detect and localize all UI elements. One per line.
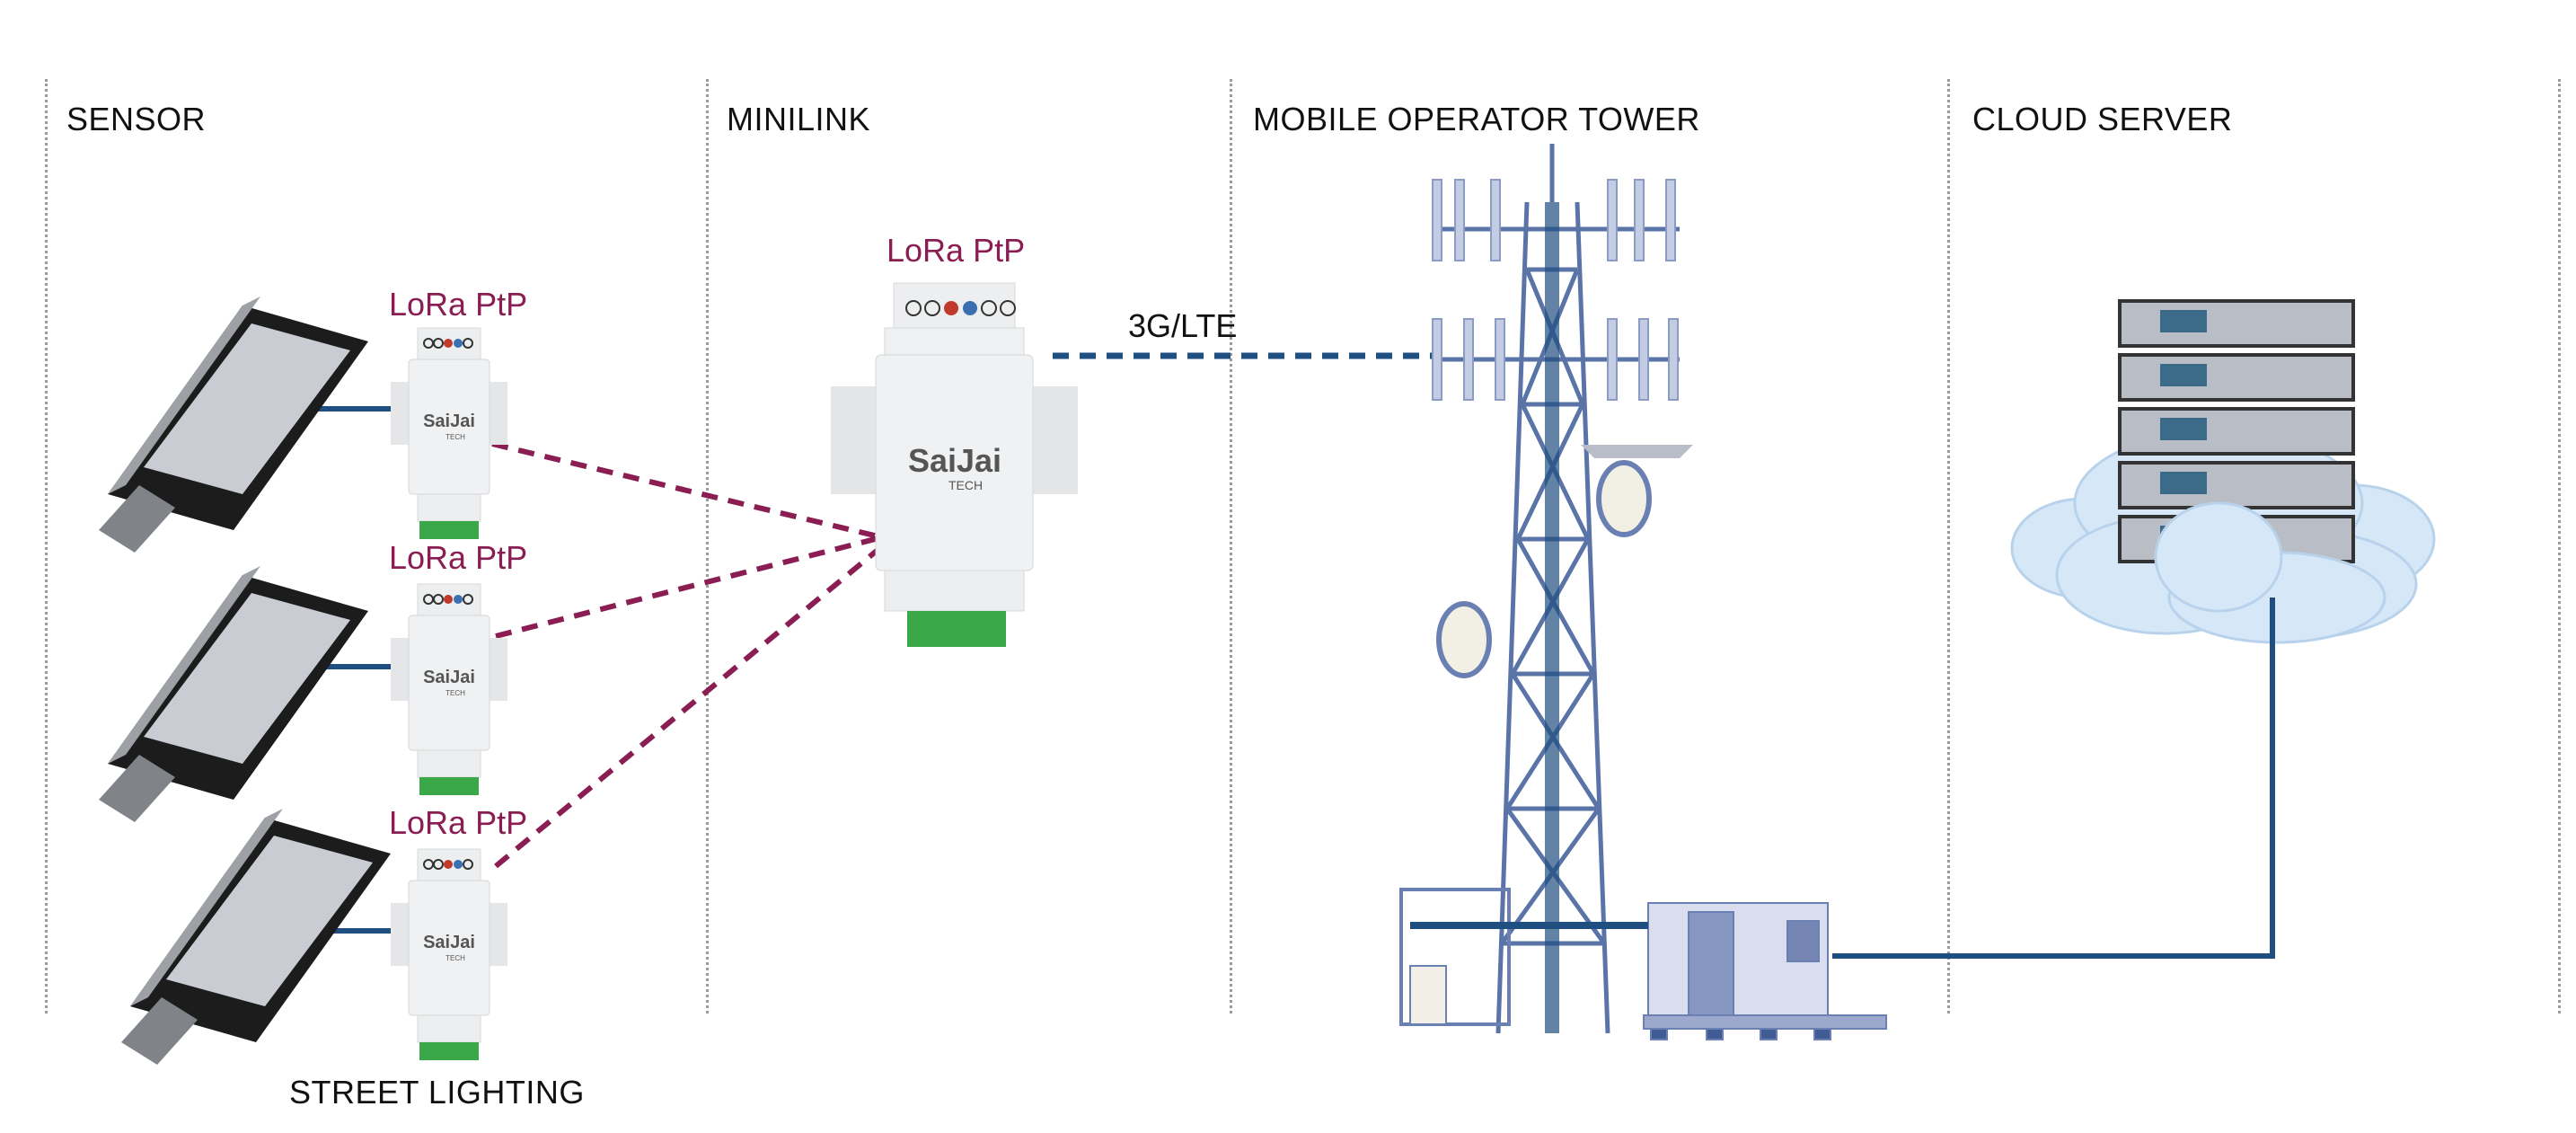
column-title-sensor: SENSOR — [66, 101, 207, 137]
dish-antenna-2 — [1436, 601, 1492, 678]
lora-link-1 — [491, 441, 883, 540]
column-title-cloud: CLOUD SERVER — [1972, 101, 2233, 137]
sensor-3-label: LoRa PtP — [389, 804, 528, 841]
divider-right — [2558, 79, 2561, 1014]
column-title-minilink: MINILINK — [727, 101, 871, 137]
street-lighting-label: STREET LIGHTING — [289, 1074, 585, 1111]
svg-text:TECH: TECH — [948, 478, 983, 492]
divider-sensor-minilink — [706, 79, 709, 1014]
sensor-1-label: LoRa PtP — [389, 286, 528, 323]
divider-minilink-tower — [1230, 79, 1232, 1014]
column-title-tower: MOBILE OPERATOR TOWER — [1253, 101, 1700, 137]
divider-left — [45, 79, 48, 1014]
lora-link-2 — [495, 535, 883, 639]
tower-cloud-link — [1832, 602, 2275, 959]
minilink-label: LoRa PtP — [887, 232, 1026, 269]
sensor-2-label: LoRa PtP — [389, 539, 528, 576]
dish-antenna-1 — [1596, 460, 1652, 537]
lte-link-label: 3G/LTE — [1128, 307, 1238, 344]
svg-text:SaiJai: SaiJai — [908, 442, 1001, 479]
lora-link-3 — [494, 544, 884, 869]
divider-tower-cloud — [1947, 79, 1950, 1014]
